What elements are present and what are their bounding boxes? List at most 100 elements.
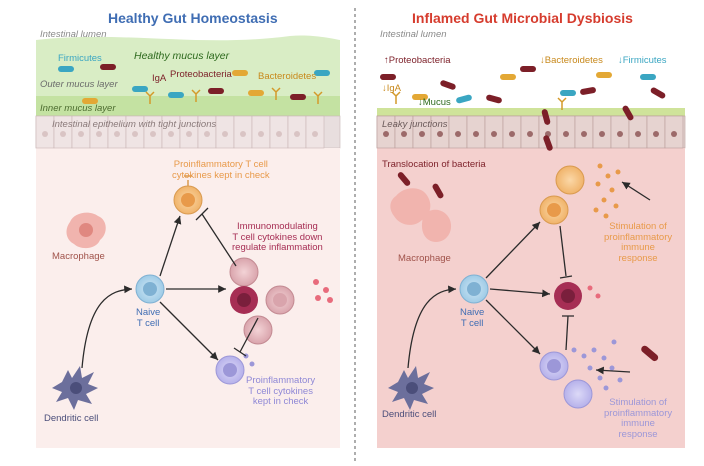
naive-label-left: Naive T cell xyxy=(136,307,161,329)
proteobacteria-bacterium xyxy=(290,94,306,100)
iga-label-right: ↓IgA xyxy=(382,83,402,94)
dendritic-to-naive-arrow xyxy=(81,285,133,369)
immunomodulating-t-cell xyxy=(243,315,273,345)
inhibition-line-right-bottom xyxy=(562,315,574,351)
left-mucus-inner xyxy=(36,96,340,116)
naive-label-right: Naive T cell xyxy=(460,307,485,329)
leaky-junctions-label: Leaky junctions xyxy=(382,119,448,130)
iga-antibody-icon xyxy=(313,91,323,104)
mucus-label-right: ↓Mucus xyxy=(418,97,451,108)
bacteroidetes-bacterium xyxy=(412,94,428,100)
bacteroidetes-bacterium xyxy=(248,90,264,96)
cell-nucleus xyxy=(455,131,461,137)
cell-nucleus xyxy=(671,131,677,137)
firmicutes-bacterium xyxy=(314,70,330,76)
macrophage-label-left: Macrophage xyxy=(52,251,105,262)
right-mucus-thin xyxy=(377,108,685,118)
cell-nucleus xyxy=(78,131,84,137)
cell-nucleus xyxy=(168,131,174,137)
inhibition-line-right-top xyxy=(559,225,573,279)
iga-antibody-icon xyxy=(557,97,567,110)
dendritic-label-left: Dendritic cell xyxy=(44,413,99,424)
cell-nucleus xyxy=(383,131,389,137)
firmicutes-bacterium xyxy=(58,66,74,72)
inhibition-line-top xyxy=(195,207,237,267)
proinflam-bottom-label: Proinflammatory T cell cytokines kept in… xyxy=(246,375,316,408)
translocating-bacterium xyxy=(543,135,553,151)
naive-to-orange-arrow-right xyxy=(485,221,541,279)
right-bacteria xyxy=(380,66,666,362)
cell-nucleus xyxy=(401,131,407,137)
left-immune-cells xyxy=(52,175,333,410)
cell-nucleus xyxy=(437,131,443,137)
proteobacteria-bacterium xyxy=(208,88,224,94)
dendritic-label-right: Dendritic cell xyxy=(382,409,437,420)
iga-antibody-icon xyxy=(271,87,281,100)
dendritic-to-naive-arrow-right xyxy=(407,285,457,369)
cell-nucleus xyxy=(617,131,623,137)
firmicutes-label-left: Firmicutes xyxy=(58,53,102,64)
epithelium-label: Intestinal epithelium with tight junctio… xyxy=(52,119,217,130)
cell-nucleus xyxy=(563,131,569,137)
cell-nucleus xyxy=(294,131,300,137)
iga-label-left: IgA xyxy=(152,73,167,84)
proteobacteria-label-left: Proteobacteria xyxy=(170,69,232,80)
translocating-bacterium xyxy=(397,172,411,186)
cell-nucleus xyxy=(222,131,228,137)
firmicutes-bacterium xyxy=(456,94,472,104)
iga-antibody-icon xyxy=(391,91,401,104)
left-lumen-label: Intestinal lumen xyxy=(40,29,107,40)
cytokine-dot xyxy=(315,295,321,301)
outer-mucus-label: Outer mucus layer xyxy=(40,79,118,90)
right-lumen-label: Intestinal lumen xyxy=(380,29,447,40)
cytokine-dot xyxy=(313,279,319,285)
cell-nucleus xyxy=(473,131,479,137)
bacteroidetes-label-left: Bacteroidetes xyxy=(258,71,317,82)
stim-bottom-label: Stimulation of proinflammatory immune re… xyxy=(604,397,673,440)
right-immune-cells xyxy=(388,163,623,410)
cell-nucleus xyxy=(635,131,641,137)
cell-nucleus xyxy=(132,131,138,137)
left-arrows xyxy=(81,207,259,369)
proteobacteria-bacterium xyxy=(440,80,456,90)
proinflammatory-t-cell-right-bottom xyxy=(563,379,593,409)
proteobacteria-bacterium xyxy=(580,87,596,95)
bacteroidetes-label-right: ↓Bacteroidetes xyxy=(540,55,603,66)
proinflammatory-t-cell-right xyxy=(555,165,585,195)
cell-nucleus xyxy=(419,131,425,137)
proteobacteria-bacterium xyxy=(650,87,666,99)
cell-nucleus xyxy=(114,131,120,137)
cytokine-dot xyxy=(327,297,333,303)
translocating-bacterium xyxy=(641,345,659,362)
cell-nucleus xyxy=(240,131,246,137)
cell-nucleus xyxy=(312,131,318,137)
proteobacteria-bacterium xyxy=(380,74,396,80)
iga-antibody-icon xyxy=(145,91,155,104)
cell-nucleus xyxy=(509,131,515,137)
immunomod-label: Immunomodulating T cell cytokines down r… xyxy=(232,221,323,254)
cell-nucleus xyxy=(60,131,66,137)
cell-nucleus xyxy=(186,131,192,137)
naive-to-red-arrow-right xyxy=(489,288,551,298)
cell-nucleus xyxy=(42,131,48,137)
bacteroidetes-bacterium xyxy=(82,98,98,104)
cell-nucleus xyxy=(150,131,156,137)
cell-nucleus xyxy=(581,131,587,137)
cell-nucleus xyxy=(276,131,282,137)
cell-nucleus xyxy=(527,131,533,137)
naive-to-lilac-arrow-right xyxy=(485,299,541,355)
right-title: Inflamed Gut Microbial Dysbiosis xyxy=(412,10,633,26)
proteobacteria-bacterium xyxy=(520,66,536,72)
translocating-bacterium xyxy=(432,183,444,199)
cell-nucleus xyxy=(599,131,605,137)
stimulation-arrow-bottom xyxy=(595,366,631,375)
cell-nucleus xyxy=(204,131,210,137)
cytokine-dot xyxy=(323,287,329,293)
macrophage-right xyxy=(390,188,431,225)
cell-nucleus xyxy=(491,131,497,137)
bacteroidetes-bacterium xyxy=(232,70,248,76)
proteobacteria-bacterium xyxy=(541,109,551,125)
iga-antibody-icon xyxy=(191,89,201,102)
